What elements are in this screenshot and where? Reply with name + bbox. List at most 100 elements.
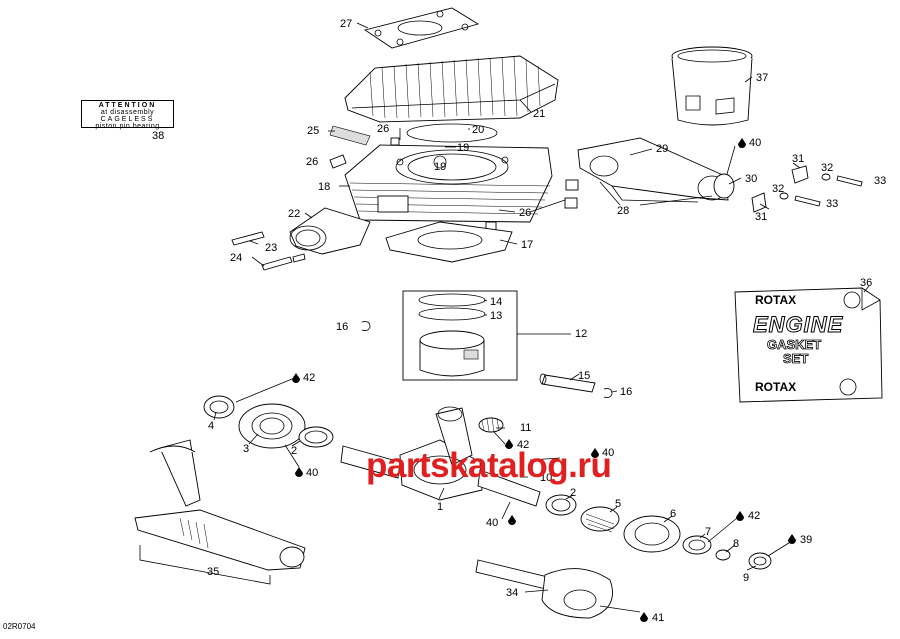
callout-42: 42 [303, 372, 315, 384]
callout-18: 18 [318, 181, 330, 193]
callout-19: 19 [457, 142, 469, 154]
callout-8: 8 [733, 538, 739, 550]
watermark: partskatalog.ru [366, 446, 612, 485]
callout-20: 20 [472, 124, 484, 136]
part-con-rod-assembly [134, 439, 306, 585]
leader-lines [213, 22, 870, 613]
callout-labels: 27 21 37 38 25 26 20 19 19 26 18 29 40 3… [152, 18, 886, 624]
kit-brand-bottom: ROTAX [755, 380, 797, 394]
attention-line-2: at disassembly [100, 109, 155, 116]
drop-marker-icon [505, 439, 513, 449]
part-cylinder-head [344, 55, 559, 123]
part-screws-intake [231, 231, 306, 271]
callout-7: 7 [705, 526, 711, 538]
callout-23: 23 [265, 242, 277, 254]
callout-16: 16 [620, 386, 632, 398]
callout-26: 26 [306, 156, 318, 168]
callout-25: 25 [307, 125, 319, 137]
callout-38: 38 [152, 130, 164, 142]
callout-22: 22 [288, 208, 300, 220]
callout-33: 33 [874, 175, 886, 187]
callout-12: 12 [575, 328, 587, 340]
callout-40: 40 [486, 517, 498, 529]
part-small-plates [329, 125, 579, 232]
part-piston-kit [402, 290, 518, 381]
part-exhaust-fittings [713, 165, 863, 213]
callout-30: 30 [745, 173, 757, 185]
callout-39: 39 [800, 534, 812, 546]
callout-40: 40 [306, 467, 318, 479]
callout-9: 9 [743, 572, 749, 584]
callout-28: 28 [617, 205, 629, 217]
callout-32: 32 [772, 183, 784, 195]
part-crankshaft [340, 406, 541, 507]
kit-line-3: SET [783, 351, 809, 367]
callout-2: 2 [291, 445, 297, 457]
callout-14: 14 [490, 296, 502, 308]
drop-marker-icon [508, 515, 516, 525]
attention-title: ATTENTION [98, 102, 157, 109]
part-o-ring [406, 123, 498, 143]
part-base-gasket [385, 221, 513, 263]
kit-title: ENGINE [752, 312, 844, 338]
callout-29: 29 [656, 143, 668, 155]
drop-marker-icon [292, 373, 300, 383]
callout-1: 1 [437, 501, 443, 513]
drop-marker-icon [640, 612, 648, 622]
marker-icons [292, 138, 796, 622]
callout-40: 40 [749, 137, 761, 149]
callout-21: 21 [533, 108, 545, 120]
callout-26: 26 [519, 207, 531, 219]
drop-marker-icon [788, 534, 796, 544]
callout-4: 4 [208, 420, 214, 432]
kit-line-2: GASKET [767, 337, 822, 353]
part-needle-bearing [478, 417, 504, 433]
gasket-kit-label: ROTAX ENGINE GASKET SET ROTAX [733, 287, 879, 399]
attention-line-3: CAGELESS [100, 116, 155, 123]
part-balancer-shaft [475, 559, 613, 619]
kit-brand-top: ROTAX [755, 293, 797, 307]
callout-34: 34 [506, 587, 518, 599]
part-cylinder-sleeve [671, 46, 753, 126]
callout-27: 27 [340, 18, 352, 30]
callout-10: 10 [540, 472, 552, 484]
callout-31: 31 [755, 211, 767, 223]
drop-marker-icon [736, 511, 744, 521]
drop-marker-icon [295, 467, 303, 477]
attention-label: ATTENTION at disassembly CAGELESS piston… [81, 100, 174, 130]
part-exhaust-manifold [577, 137, 729, 203]
callout-17: 17 [521, 239, 533, 251]
callout-33: 33 [826, 198, 838, 210]
drop-marker-icon [591, 448, 599, 458]
part-piston-pin [361, 321, 613, 398]
callout-16: 16 [336, 321, 348, 333]
callout-19: 19 [434, 161, 446, 173]
callout-40: 40 [602, 447, 614, 459]
part-gasket-kit-card [734, 287, 883, 403]
part-intake-manifold [289, 207, 371, 255]
callout-3: 3 [243, 443, 249, 455]
callout-31: 31 [792, 153, 804, 165]
callout-42: 42 [517, 439, 529, 451]
callout-26: 26 [377, 123, 389, 135]
callout-36: 36 [860, 277, 872, 289]
callout-24: 24 [230, 252, 242, 264]
callout-13: 13 [490, 310, 502, 322]
callout-2: 2 [570, 487, 576, 499]
part-head-gasket [363, 7, 480, 49]
callout-15: 15 [578, 370, 590, 382]
callout-5: 5 [615, 498, 621, 510]
part-bearings-left [203, 395, 334, 449]
part-bearings-right [545, 494, 772, 570]
callout-6: 6 [670, 508, 676, 520]
callout-37: 37 [756, 72, 768, 84]
callout-41: 41 [652, 612, 664, 624]
callout-11: 11 [520, 422, 531, 434]
callout-42: 42 [748, 510, 760, 522]
callout-35: 35 [207, 566, 219, 578]
drawing-code: 02R0704 [3, 622, 36, 631]
attention-line-4: piston pin bearing [95, 123, 160, 130]
drop-marker-icon [738, 138, 746, 148]
callout-32: 32 [821, 162, 833, 174]
